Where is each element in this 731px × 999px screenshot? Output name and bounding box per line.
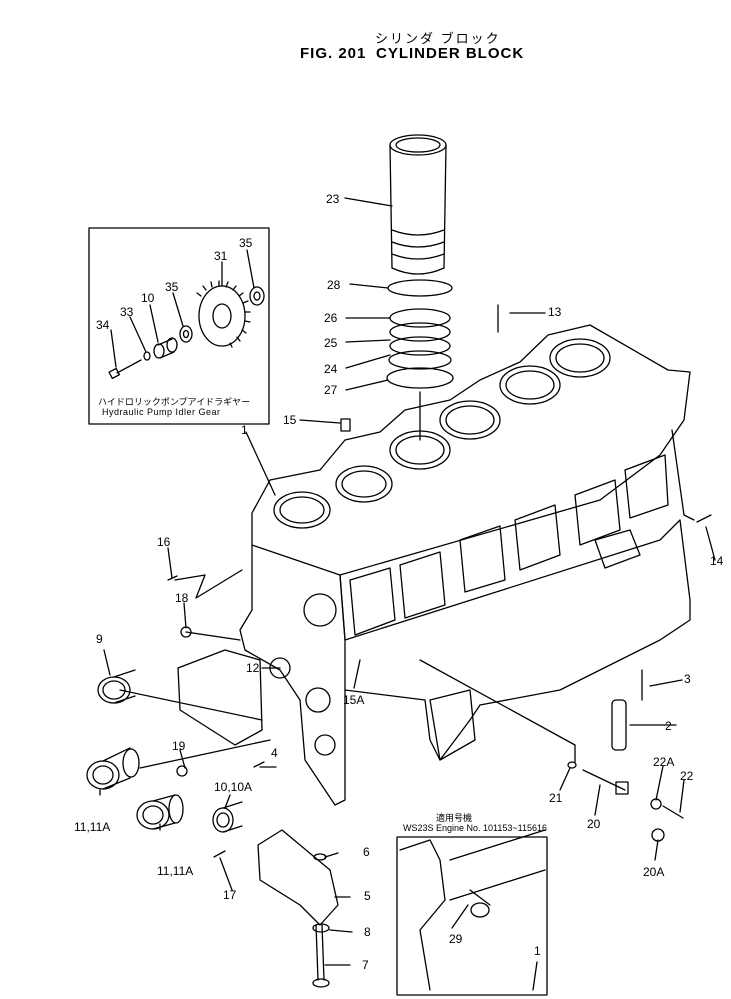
callout-1-inset: 1	[534, 944, 541, 958]
plug-15	[340, 418, 351, 432]
callout-21: 21	[549, 791, 563, 805]
plug-19	[176, 765, 188, 777]
callout-14: 14	[710, 554, 724, 568]
callout-15: 15	[283, 413, 297, 427]
serial-inset-caption-jp: 適用号機	[436, 813, 473, 823]
leader-lines	[99, 312, 716, 966]
callout-9: 9	[96, 632, 103, 646]
callout-33: 33	[120, 305, 134, 319]
callout-2: 2	[665, 719, 672, 733]
bushing-11b	[136, 794, 184, 830]
bushing-10	[212, 801, 243, 833]
callout-17: 17	[223, 888, 237, 902]
callout-7: 7	[362, 958, 369, 972]
liner-sleeve-9	[97, 669, 136, 704]
callout-20a: 20A	[643, 865, 665, 879]
figure-number: FIG. 201	[300, 45, 367, 62]
callout-11-11a-a: 11,11A	[74, 820, 111, 834]
bolt-22	[662, 805, 684, 819]
figure-title: CYLINDER BLOCK	[376, 45, 525, 62]
serial-inset-frame	[396, 836, 548, 996]
cylinder-liner-23	[389, 134, 447, 275]
callout-28: 28	[327, 278, 341, 292]
pin-2	[611, 699, 627, 751]
callout-13: 13	[548, 305, 562, 319]
callout-10-10a: 10,10A	[214, 780, 253, 794]
callout-34: 34	[96, 318, 110, 332]
callout-26: 26	[324, 311, 338, 325]
callout-8: 8	[364, 925, 371, 939]
callout-10-inset: 10	[141, 291, 155, 305]
plug-20a	[651, 828, 665, 842]
callout-31: 31	[214, 249, 228, 263]
callout-18: 18	[175, 591, 189, 605]
callout-22: 22	[680, 769, 694, 783]
gear-inset-caption-jp: ハイドロリックポンプアイドラギヤー	[98, 397, 251, 407]
callout-5: 5	[364, 889, 371, 903]
piston-rings	[386, 279, 454, 389]
washer-33	[143, 351, 151, 361]
callout-15a: 15A	[343, 693, 365, 707]
callout-35a: 35	[239, 236, 253, 250]
oring-21	[567, 761, 577, 769]
callout-3: 3	[684, 672, 691, 686]
washer-8	[312, 923, 330, 933]
callout-24: 24	[324, 362, 338, 376]
callout-4: 4	[271, 746, 278, 760]
gear-leaders	[110, 249, 255, 368]
callout-35b: 35	[165, 280, 179, 294]
callout-22a: 22A	[653, 755, 675, 769]
title-japanese: シリンダ ブロック	[375, 31, 501, 46]
gear-inset-caption-en: Hydraulic Pump Idler Gear	[102, 407, 221, 417]
idler-gear-31	[196, 280, 251, 348]
oring-6	[313, 853, 327, 861]
cylinder-block-1	[177, 324, 691, 988]
callout-29: 29	[449, 932, 463, 946]
pin-14	[696, 514, 712, 523]
callout-27: 27	[324, 383, 338, 397]
ring-leaders	[344, 197, 421, 441]
callout-12: 12	[246, 661, 260, 675]
serial-inset-caption-en: WS23S Engine No. 101153~115616	[403, 823, 548, 833]
bolt-34	[108, 359, 142, 380]
pin-4	[253, 761, 265, 768]
callout-1: 1	[241, 423, 248, 437]
gear-inset-frame	[88, 227, 270, 425]
bearing-35a	[249, 286, 265, 306]
callout-23: 23	[326, 192, 340, 206]
shaft-10	[153, 337, 178, 359]
bushing-11a	[86, 747, 140, 790]
nozzle-20	[582, 769, 629, 795]
callout-11-11a-b: 11,11A	[157, 864, 194, 878]
callout-25: 25	[324, 336, 338, 350]
pin-17	[213, 850, 226, 858]
callout-19: 19	[172, 739, 186, 753]
serial-inset-block	[399, 829, 546, 991]
callout-6: 6	[363, 845, 370, 859]
callout-16: 16	[157, 535, 171, 549]
callout-20: 20	[587, 817, 601, 831]
bearing-35b	[179, 325, 193, 343]
